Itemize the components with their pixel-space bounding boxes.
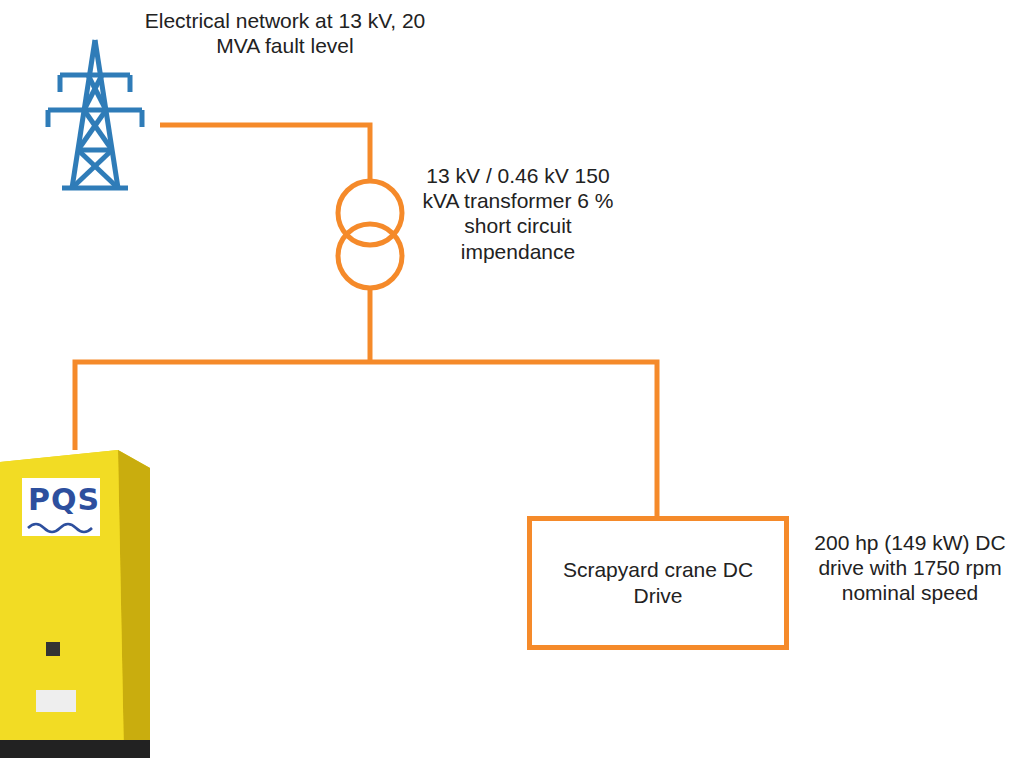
cabinet-logo: PQS [28, 482, 98, 517]
drive-box: Scrapyard crane DC Drive [527, 516, 789, 650]
box-text: Scrapyard crane DC Drive [542, 557, 774, 610]
transformer-symbol [338, 181, 402, 288]
pqs-cabinet [0, 450, 150, 758]
transmission-tower [48, 40, 142, 188]
wires [75, 125, 657, 516]
transformer-label: 13 kV / 0.46 kV 150 kVA transformer 6 % … [412, 163, 624, 264]
network-label: Electrical network at 13 kV, 20 MVA faul… [140, 8, 430, 58]
drive-rating-label: 200 hp (149 kW) DC drive with 1750 rpm n… [796, 530, 1024, 606]
